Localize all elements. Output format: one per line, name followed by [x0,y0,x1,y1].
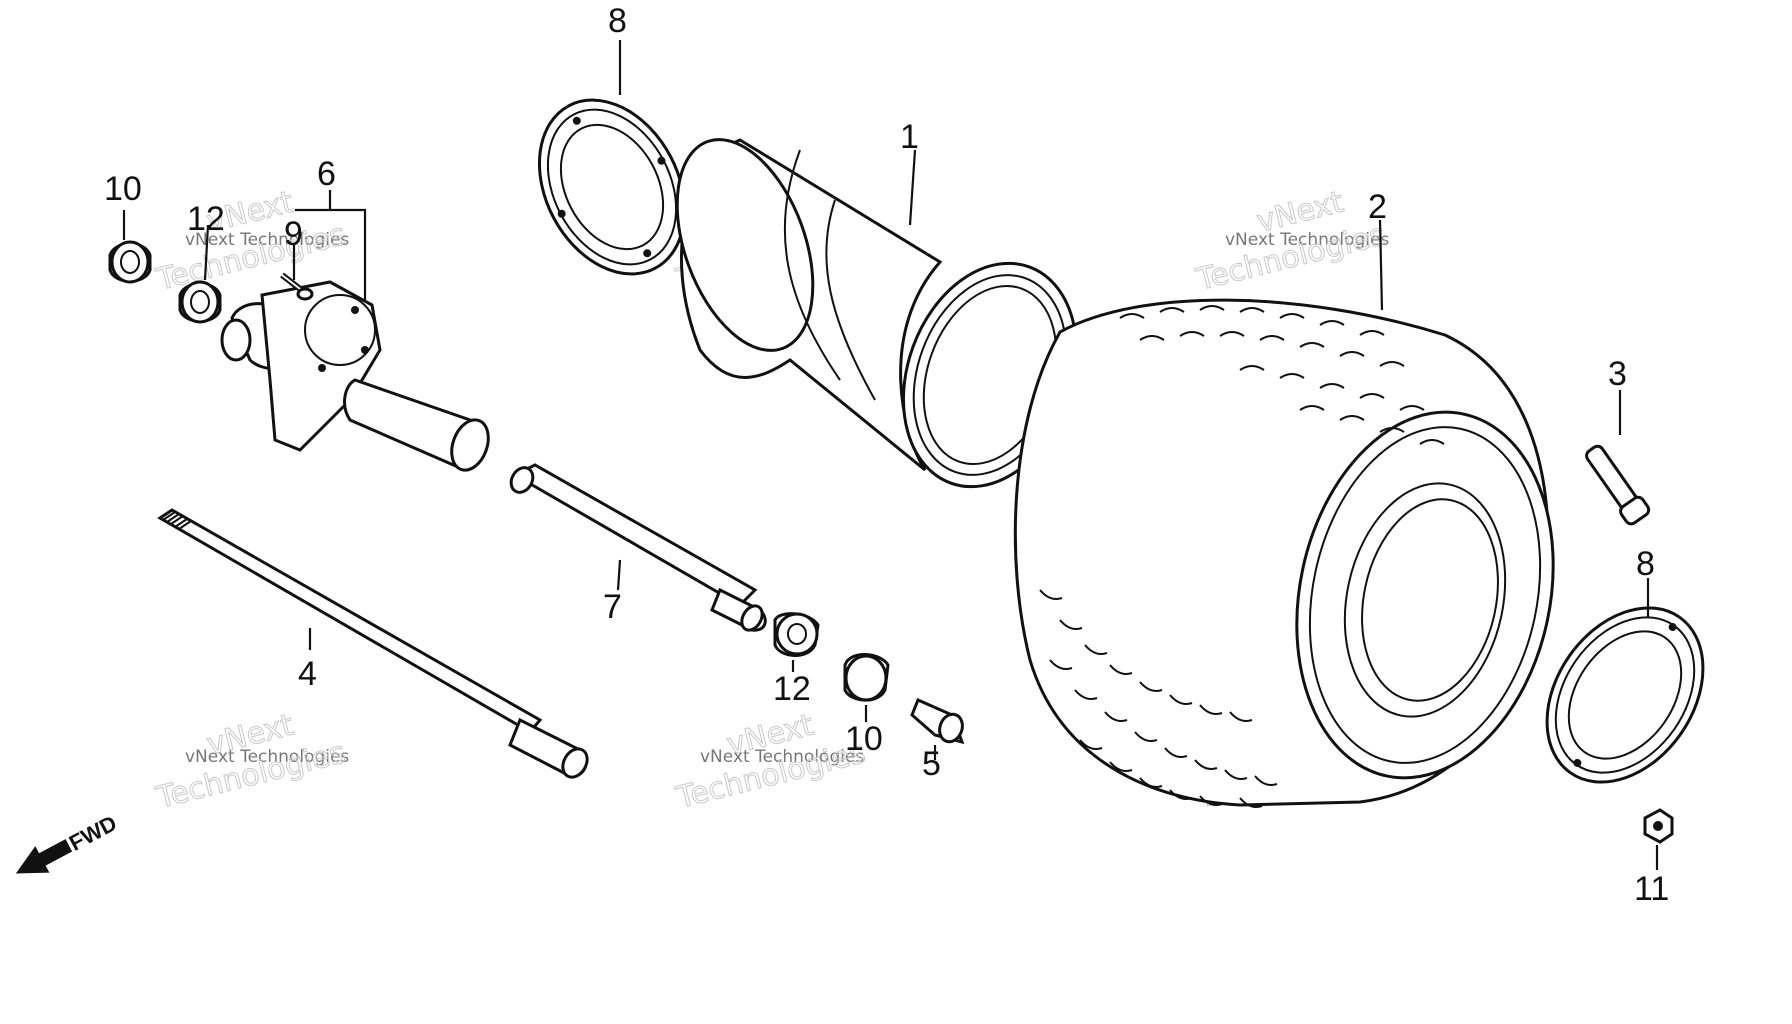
part-6-hub-assembly [220,280,490,472]
callout-12-upper: 12 [187,200,225,238]
watermark-small: vNext Technologies [185,747,349,767]
callout-12-lower: 12 [773,670,811,708]
part-10-upper-bearing [108,240,152,284]
hole-icon [1668,623,1677,632]
watermark-group-top-right: vNext vNext Technologies Technologies [1192,184,1389,298]
part-4-axle [157,508,589,779]
callout-10-lower: 10 [845,720,883,758]
hole-icon [572,116,581,125]
hole-icon [1573,758,1582,767]
callout-7: 7 [603,588,622,626]
callout-10-upper: 10 [104,170,142,208]
hole-icon [557,209,566,218]
part-3-valve-stem [1585,444,1651,526]
part-2-tire [1013,298,1555,808]
callout-3: 3 [1608,355,1627,393]
callout-4: 4 [298,655,317,693]
part-1-wheel-rim [675,138,1079,489]
callout-2: 2 [1368,188,1387,226]
part-7-shaft [509,463,767,632]
watermark-group-bottom-center: vNext vNext Technologies Technologies [672,707,869,816]
part-12-lower-bearing [773,612,820,657]
part-11-nut [1643,808,1674,844]
callout-11: 11 [1634,870,1669,908]
watermark-small: vNext Technologies [185,230,349,250]
watermark-small: vNext Technologies [1225,230,1389,250]
callout-8-upper: 8 [608,2,627,40]
part-5-collar [910,698,965,745]
hole-icon [657,156,666,165]
part-12-upper-bearing [178,280,222,324]
leader-lines [122,40,1659,870]
watermark-small: vNext Technologies [700,747,864,767]
part-10-lower-spacer [843,653,890,702]
fwd-label: FWD [65,810,121,856]
tire-tread [1039,305,1445,808]
callouts: 8 1 2 3 4 5 6 7 8 9 10 10 11 12 12 [104,2,1669,908]
callout-5: 5 [922,745,941,783]
part-8-lower-seal [1545,606,1705,784]
callout-9: 9 [284,215,303,253]
callout-8-lower: 8 [1636,545,1655,583]
part-8-upper-seal [537,98,687,276]
watermark-group-top-left: vNext vNext Technologies Technologies [152,184,349,298]
part-9-stud [280,272,314,301]
hole-icon [643,249,652,258]
callout-1: 1 [900,118,919,156]
fwd-arrow-icon: FWD [15,810,121,874]
callout-6: 6 [317,155,336,193]
watermark-group-bottom-left: vNext vNext Technologies Technologies [152,707,349,816]
